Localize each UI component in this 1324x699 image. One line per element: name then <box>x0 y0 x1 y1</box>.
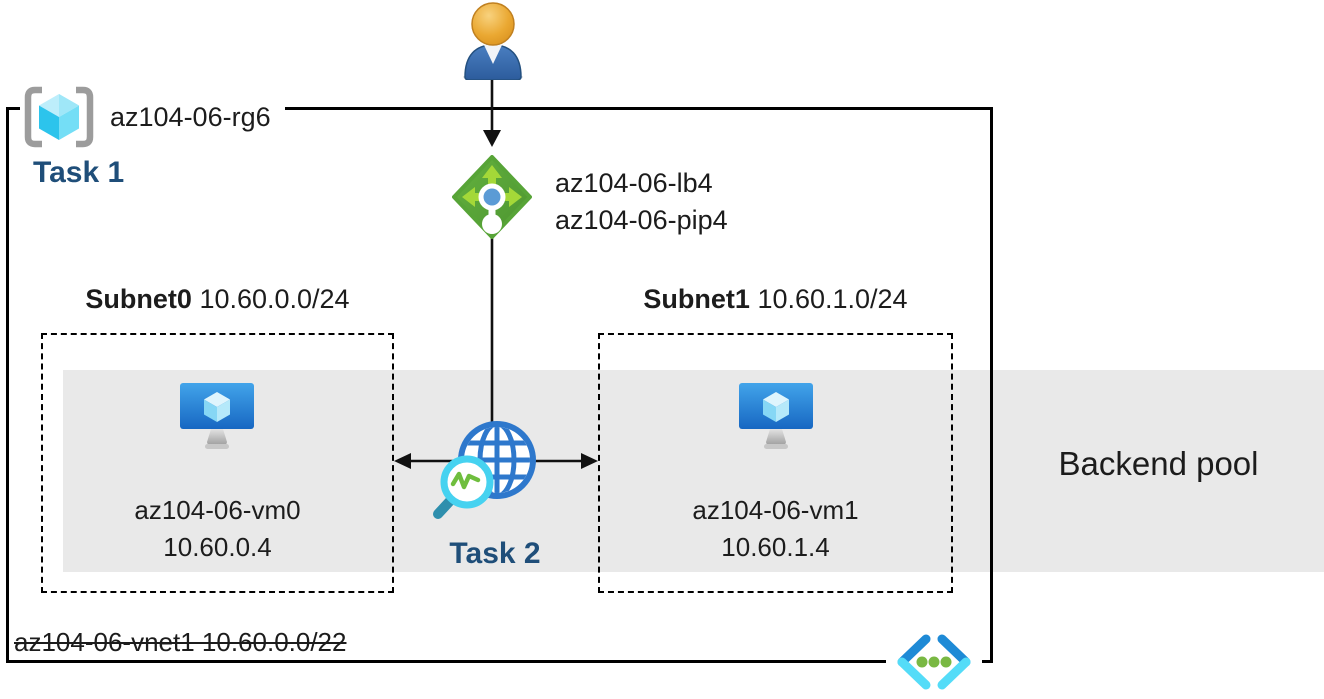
subnet0-box <box>41 333 394 593</box>
load-balancer-name: az104-06-lb4 <box>555 168 713 198</box>
vm0-name: az104-06-vm0 <box>134 495 301 525</box>
virtual-network-icon <box>886 627 982 691</box>
load-balancer-icon <box>452 155 532 239</box>
resource-group-icon <box>24 86 94 148</box>
resource-group-header: az104-06-rg6 <box>20 84 285 150</box>
task1-label: Task 1 <box>33 156 125 189</box>
vnet-label: az104-06-vnet1 10.60.0.0/22 <box>14 627 347 657</box>
virtual-machine-icon <box>739 383 813 449</box>
resource-group-name: az104-06-rg6 <box>110 101 271 132</box>
subnet0-cidr: 10.60.0.0/24 <box>199 284 350 314</box>
subnet0-name: Subnet0 <box>85 284 192 314</box>
vm0-ip: 10.60.0.4 <box>163 532 272 562</box>
vm1-label: az104-06-vm1 10.60.1.4 <box>598 492 953 566</box>
vm1-ip: 10.60.1.4 <box>721 532 830 562</box>
backend-pool-band <box>63 370 1324 572</box>
person-icon <box>463 2 523 80</box>
load-balancer-labels: az104-06-lb4 az104-06-pip4 <box>555 165 728 239</box>
subnet1-label: Subnet1 10.60.1.0/24 <box>598 284 953 315</box>
subnet1-box <box>598 333 953 593</box>
network-watcher-icon <box>433 421 536 519</box>
public-ip-name: az104-06-pip4 <box>555 205 728 235</box>
subnet1-name: Subnet1 <box>643 284 750 314</box>
resource-group-box <box>6 107 993 663</box>
backend-pool-label: Backend pool <box>1058 445 1259 482</box>
subnet0-label: Subnet0 10.60.0.0/24 <box>41 284 394 315</box>
task2-label: Task 2 <box>449 537 541 570</box>
virtual-machine-icon <box>180 383 254 449</box>
vm1-name: az104-06-vm1 <box>692 495 859 525</box>
subnet1-cidr: 10.60.1.0/24 <box>757 284 908 314</box>
vm0-label: az104-06-vm0 10.60.0.4 <box>41 492 394 566</box>
